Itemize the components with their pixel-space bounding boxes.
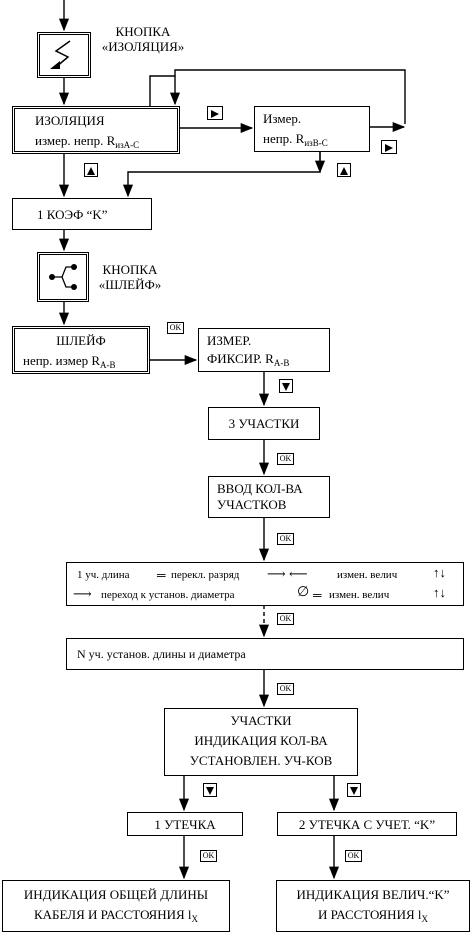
change-value-text-1: измен. велич	[337, 569, 398, 581]
measure-fix-box: ИЗМЕР. ФИКСИР. RA-B	[198, 328, 330, 372]
measure-bc-line2: непр. RизB-C	[263, 131, 328, 148]
sectionN-text: N уч. установ. длины и диаметра	[77, 647, 246, 661]
up-down-arrows-icon: ↑↓	[433, 565, 446, 580]
down-arrow-key-icon[interactable]	[279, 379, 293, 393]
enter-count-line1: ВВОД КОЛ-ВА	[217, 481, 303, 496]
isolation-text: измер. непр. RизA-C	[35, 133, 140, 150]
leak2-text: 2 УТЕЧКА С УЧЕТ. “K”	[298, 817, 436, 832]
indication-box: УЧАСТКИ ИНДИКАЦИЯ КОЛ-ВА УСТАНОВЛЕН. УЧ-…	[164, 708, 358, 776]
measure-bc-box: Измер. непр. RизB-C	[254, 106, 370, 152]
equals-icon: ═	[157, 568, 166, 582]
enter-count-box: ВВОД КОЛ-ВА УЧАСТКОВ	[208, 476, 330, 518]
sections-box: 3 УЧАСТКИ	[208, 407, 320, 440]
down-arrow-key-icon[interactable]	[347, 783, 361, 797]
right-arrow-icon: ⟶	[73, 586, 92, 601]
coef-box: 1 КОЭФ “K”	[12, 198, 152, 230]
left-arrow-icon: ⟵	[289, 566, 308, 581]
loop-mode-box: ШЛЕЙФ непр. измер RA-B	[12, 326, 150, 374]
measure-fix-line1: ИЗМЕР.	[207, 333, 252, 348]
diameter-icon: ∅	[297, 585, 310, 600]
loop-button-icon[interactable]	[37, 252, 89, 302]
up-arrow-key-icon[interactable]	[337, 163, 351, 177]
ok-key-icon[interactable]: OK	[200, 850, 217, 862]
isolation-title: ИЗОЛЯЦИЯ	[35, 113, 105, 128]
isolation-button-caption: КНОПКА «ИЗОЛЯЦИЯ»	[101, 24, 185, 54]
right-arrow-icon: ⟶	[267, 566, 286, 581]
equals-icon: ═	[313, 588, 322, 602]
enter-count-line2: УЧАСТКОВ	[217, 497, 287, 512]
diameter-transition-text: переход к установ. диаметра	[101, 589, 235, 601]
up-down-arrows-icon: ↑↓	[433, 585, 446, 600]
indication-line2: ИНДИКАЦИЯ КОЛ-ВА	[194, 733, 328, 748]
isolation-button-icon[interactable]	[37, 32, 91, 78]
ok-key-icon[interactable]: OK	[277, 533, 294, 545]
right-arrow-key-icon[interactable]	[381, 140, 397, 154]
loop-button-caption: КНОПКА «ШЛЕЙФ»	[98, 262, 162, 292]
measure-bc-line1: Измер.	[263, 111, 302, 126]
result2-line2: И РАССТОЯНИЯ lX	[318, 907, 428, 924]
ok-key-icon[interactable]: OK	[167, 322, 184, 334]
result1-box: ИНДИКАЦИЯ ОБЩЕЙ ДЛИНЫ КАБЕЛЯ И РАССТОЯНИ…	[2, 880, 230, 932]
change-value-text-2: измен. велич	[329, 589, 390, 601]
digit-switch-text: перекл. разряд	[171, 569, 240, 581]
ok-key-icon[interactable]: OK	[277, 613, 294, 625]
up-arrow-key-icon[interactable]	[84, 163, 98, 177]
result2-line1: ИНДИКАЦИЯ ВЕЛИЧ.“K”	[296, 887, 450, 902]
section1-length-text: 1 уч. длина	[77, 569, 130, 581]
down-arrow-key-icon[interactable]	[203, 783, 217, 797]
result1-line1: ИНДИКАЦИЯ ОБЩЕЙ ДЛИНЫ	[23, 887, 209, 902]
isolation-mode-box: ИЗОЛЯЦИЯ измер. непр. RизA-C	[12, 106, 180, 154]
leak2-box: 2 УТЕЧКА С УЧЕТ. “K”	[277, 812, 457, 836]
ok-key-icon[interactable]: OK	[345, 850, 362, 862]
right-arrow-key-icon[interactable]	[207, 106, 223, 120]
indication-line3: УСТАНОВЛЕН. УЧ-КОВ	[189, 753, 333, 768]
indication-line1: УЧАСТКИ	[230, 713, 292, 728]
result1-line2: КАБЕЛЯ И РАССТОЯНИЯ lX	[33, 907, 199, 924]
coef-text: 1 КОЭФ “K”	[37, 207, 108, 222]
loop-title: ШЛЕЙФ	[56, 333, 106, 348]
ok-key-icon[interactable]: OK	[277, 683, 294, 695]
leak1-text: 1 УТЕЧКА	[154, 817, 216, 832]
leak1-box: 1 УТЕЧКА	[127, 812, 243, 836]
measure-fix-line2: ФИКСИР. RA-B	[207, 351, 290, 368]
loop-text: непр. измер RA-B	[23, 353, 116, 370]
sectionN-box: N уч. установ. длины и диаметра	[66, 638, 464, 670]
ok-key-icon[interactable]: OK	[277, 453, 294, 465]
section1-box: 1 уч. длина ═ перекл. разряд ⟶ ⟵ измен. …	[66, 562, 464, 606]
sections-text: 3 УЧАСТКИ	[228, 416, 300, 431]
result2-box: ИНДИКАЦИЯ ВЕЛИЧ.“K” И РАССТОЯНИЯ lX	[276, 880, 470, 932]
